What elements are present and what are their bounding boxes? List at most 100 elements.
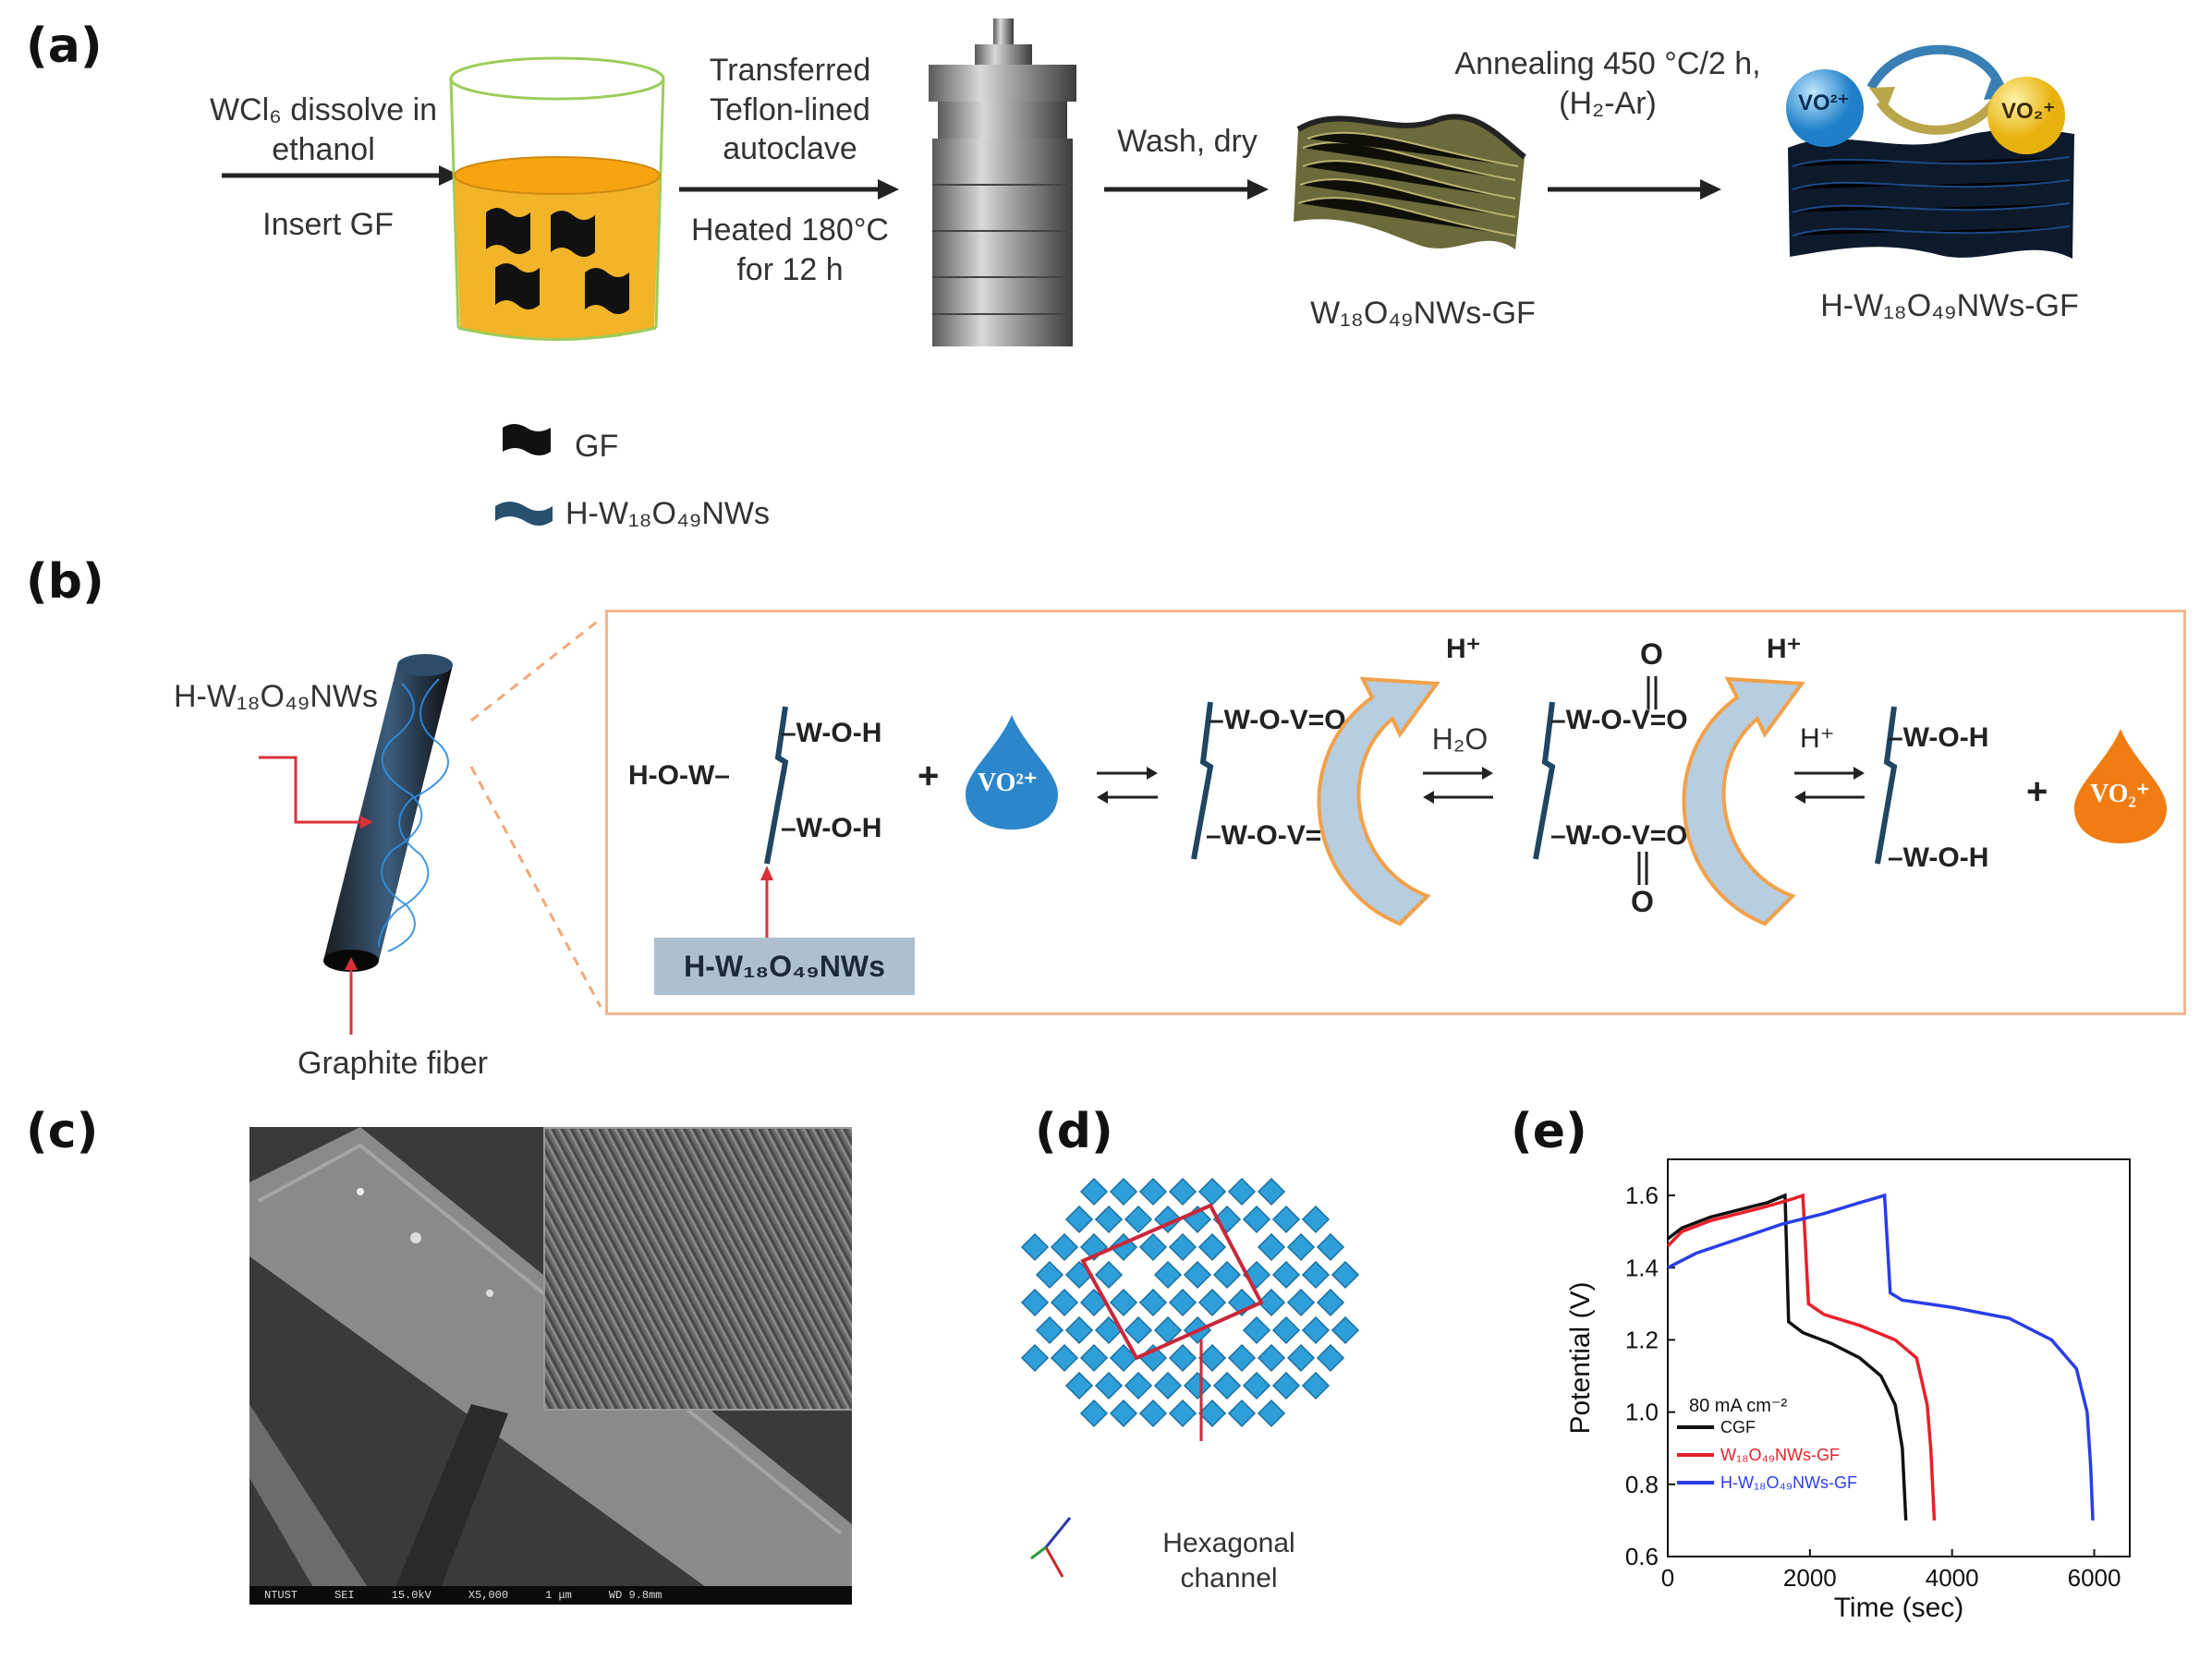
x-tick-label: 2000: [1783, 1564, 1837, 1592]
x-tick-label: 0: [1661, 1564, 1674, 1592]
octahedron: [1316, 1232, 1345, 1262]
octahedron: [1197, 1343, 1227, 1373]
octahedron: [1020, 1232, 1050, 1262]
plus-1: +: [918, 756, 940, 796]
octahedron: [1035, 1260, 1064, 1290]
octahedron: [1064, 1371, 1094, 1400]
beaker-icon: [449, 56, 665, 341]
ion-right-label: VO₂⁺: [2001, 99, 2056, 124]
sem-bar-5: WD 9.8mm: [608, 1589, 662, 1602]
vo2-drop-icon: [2074, 729, 2167, 843]
y-tick-label: 1.0: [1625, 1399, 1659, 1426]
octahedron: [1242, 1205, 1271, 1234]
nw-backbone-1: [764, 706, 789, 865]
panel-c-letter: (c): [26, 1104, 99, 1159]
octahedron: [1020, 1343, 1050, 1373]
step3-top-label: Wash, dry: [1117, 124, 1258, 159]
arrow-step1: [222, 165, 460, 186]
octahedron: [1168, 1343, 1197, 1373]
wov-2a: –W-O-V=O+: [1209, 705, 1363, 735]
fiber-sheet-icon: [1294, 114, 1526, 249]
octahedron: [1124, 1205, 1153, 1234]
cycle-arrows-icon: [1866, 44, 2005, 91]
vo2plus-drop-icon: [966, 715, 1058, 830]
octahedron: [1286, 1343, 1316, 1373]
proton-arrow-1: [1317, 676, 1440, 927]
octahedron: [1197, 1232, 1227, 1262]
arrow-step3: [1104, 179, 1269, 200]
step2-bottom-label: Heated 180°C for 12 h: [691, 212, 889, 287]
proton-arrow-2: [1682, 676, 1805, 927]
octahedron: [1286, 1288, 1316, 1317]
octahedron: [1286, 1232, 1316, 1262]
x-axis-label: Time (sec): [1834, 1593, 1964, 1623]
octahedron: [1257, 1288, 1286, 1317]
octahedron: [1035, 1315, 1064, 1345]
octahedron: [1183, 1371, 1212, 1400]
panel-d-letter: (d): [1035, 1104, 1113, 1159]
legend-label-0: CGF: [1720, 1418, 1756, 1436]
y-tick-label: 1.6: [1625, 1181, 1659, 1209]
octahedron: [1124, 1371, 1153, 1400]
sem-bar-2: 15.0kV: [391, 1589, 431, 1602]
octahedron: [1271, 1260, 1301, 1290]
sem-image: NTUST SEI 15.0kV X5,000 1 μm WD 9.8mm: [249, 1127, 852, 1605]
octahedron: [1064, 1205, 1094, 1234]
octahedron: [1316, 1288, 1345, 1317]
y-tick-label: 0.8: [1625, 1471, 1659, 1498]
wovo-3a: –W-O-V=O: [1550, 705, 1688, 735]
nw-backbone-4: [1875, 706, 1898, 865]
octahedron: [1168, 1288, 1197, 1317]
vo2plus-drop-text: VO²⁺: [978, 769, 1038, 797]
y-axis-label: Potential (V): [1565, 1281, 1596, 1434]
octahedron: [1227, 1399, 1257, 1428]
octahedron: [1331, 1260, 1360, 1290]
hplus-2: H⁺: [1767, 634, 1802, 664]
product1-label: W₁₈O₄₉NWs-GF: [1310, 296, 1536, 331]
double-bond-top: [1647, 676, 1658, 709]
panel-e-letter: (e): [1511, 1104, 1587, 1159]
legend-gf-label: GF: [575, 429, 619, 464]
octahedron: [1257, 1232, 1286, 1262]
legend-nws-label: H-W₁₈O₄₉NWs: [565, 496, 770, 531]
octahedron: [1257, 1343, 1286, 1373]
h2o-label: H₂O: [1431, 722, 1489, 756]
octahedron: [1020, 1288, 1050, 1317]
equilibrium-arrows-3: [1794, 767, 1865, 804]
woh-1b: –W-O-H: [781, 813, 882, 843]
octahedron: [1079, 1399, 1109, 1428]
nws-pointer: [760, 866, 773, 938]
h-nws-sheet-icon: [1788, 44, 2074, 259]
octahedron: [1168, 1177, 1197, 1206]
octahedron: [1153, 1371, 1183, 1400]
sem-bar-0: NTUST: [264, 1589, 298, 1602]
octahedron: [1301, 1315, 1331, 1345]
octahedron: [1301, 1371, 1331, 1400]
hplus-3: H⁺: [1800, 723, 1835, 754]
oxo-bottom: O: [1631, 885, 1654, 918]
octahedron: [1271, 1371, 1301, 1400]
octahedron: [1212, 1371, 1242, 1400]
vo2-drop-text: VO₂⁺: [2090, 780, 2150, 808]
oxo-top: O: [1640, 637, 1663, 671]
octahedron: [1079, 1177, 1109, 1206]
plus-2: +: [2026, 771, 2048, 812]
octahedron: [1168, 1399, 1197, 1428]
sem-bar-3: X5,000: [468, 1589, 509, 1602]
arrow-step4: [1548, 179, 1721, 200]
octahedron: [1316, 1343, 1345, 1373]
octahedron: [1331, 1315, 1360, 1345]
woh-1a: –W-O-H: [781, 718, 882, 748]
octahedron: [1138, 1399, 1168, 1428]
panel-a-letter: (a): [26, 18, 103, 74]
octahedron: [1050, 1343, 1079, 1373]
vo2plus-ion-icon: [1786, 69, 1864, 147]
series-line-2: [1667, 1193, 2095, 1521]
octahedron: [1064, 1315, 1094, 1345]
octahedron: [1197, 1288, 1227, 1317]
reaction-box: [605, 610, 2186, 1015]
legend-nws-icon: [495, 502, 553, 526]
fiber-bottom-label: Graphite fiber: [298, 1046, 488, 1081]
fiber-top-label: H-W₁₈O₄₉NWs: [174, 679, 378, 714]
